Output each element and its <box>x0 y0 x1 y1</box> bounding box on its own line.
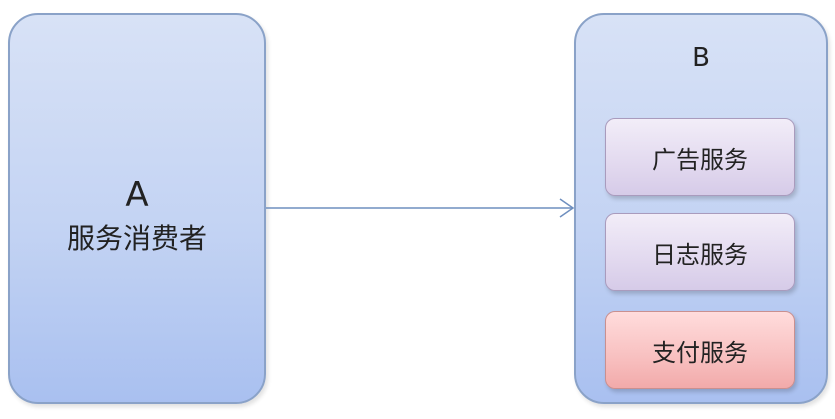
provider-box-b: B 广告服务 日志服务 支付服务 <box>574 13 828 404</box>
consumer-text: A 服务消费者 <box>10 175 264 259</box>
consumer-label: 服务消费者 <box>66 222 207 255</box>
consumer-letter: A <box>125 175 149 215</box>
provider-letter: B <box>692 43 710 73</box>
service-log: 日志服务 <box>605 213 795 291</box>
service-log-label: 日志服务 <box>652 240 748 269</box>
service-ad: 广告服务 <box>605 118 795 196</box>
consumer-box-a: A 服务消费者 <box>8 13 266 404</box>
service-payment-label: 支付服务 <box>652 338 748 367</box>
service-ad-label: 广告服务 <box>652 145 748 174</box>
service-payment: 支付服务 <box>605 311 795 389</box>
